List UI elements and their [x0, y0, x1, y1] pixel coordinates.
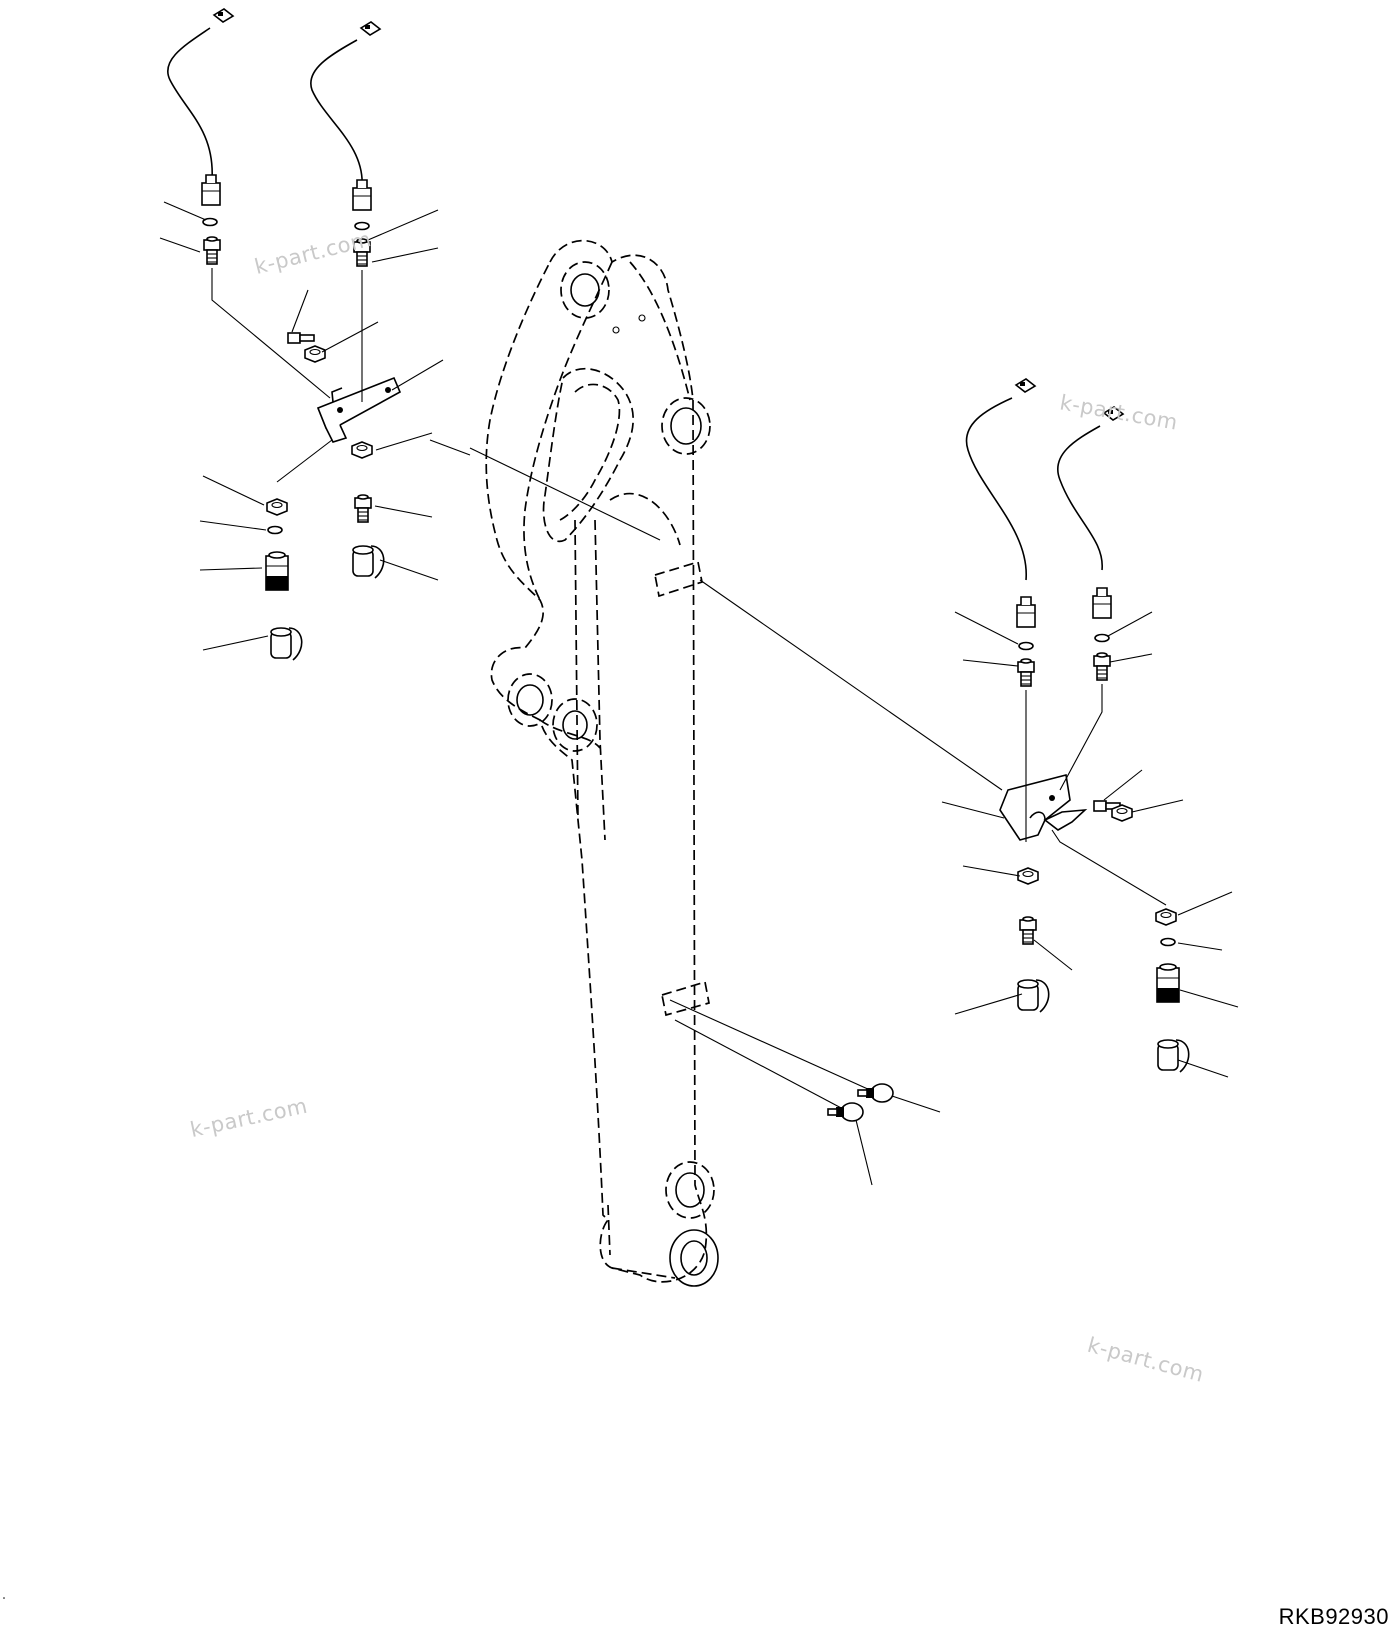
- grease-fittings: [669, 999, 941, 1186]
- drawing-code: RKB92930: [1278, 1604, 1389, 1629]
- arm-body: [485, 239, 719, 1287]
- right-assembly: [699, 378, 1239, 1078]
- left-assembly: [159, 8, 661, 661]
